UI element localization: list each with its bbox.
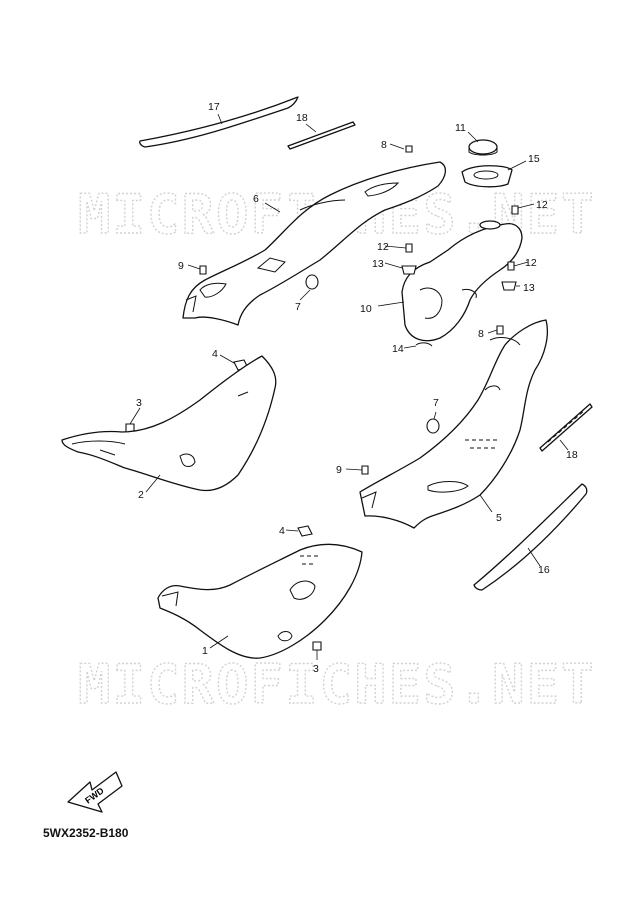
callout-13-b: 13 <box>523 282 535 294</box>
callout-15: 15 <box>528 153 540 165</box>
callout-16: 16 <box>538 564 550 576</box>
nut-13-b <box>501 281 517 291</box>
side-cover-6 <box>182 161 447 326</box>
side-cover-1 <box>157 543 363 659</box>
callout-numbers: 17 18 8 11 15 12 6 9 12 13 12 13 10 7 14… <box>136 101 578 675</box>
callout-12-a: 12 <box>536 199 548 211</box>
gasket-15 <box>461 165 513 188</box>
callout-7-upper: 7 <box>295 301 301 313</box>
callout-8-right: 8 <box>478 328 484 340</box>
callout-13-a: 13 <box>372 258 384 270</box>
diagram-code: 5WX2352-B180 <box>43 826 129 840</box>
callout-8-upper: 8 <box>381 139 387 151</box>
callout-12-b: 12 <box>377 241 389 253</box>
watermark-bottom: MICROFICHES.NET <box>78 653 596 716</box>
nut-13-a <box>401 265 417 275</box>
callout-10: 10 <box>360 303 372 315</box>
reservoir-tank-10 <box>401 220 523 342</box>
nut-4-lower <box>297 525 313 537</box>
callout-2: 2 <box>138 489 144 501</box>
callout-14: 14 <box>392 343 404 355</box>
screw-12-b <box>405 243 413 253</box>
screw-12-a <box>511 205 519 215</box>
leader-lines <box>129 113 569 660</box>
callout-4-upper: 4 <box>212 348 218 360</box>
screw-12-c <box>507 261 515 271</box>
strip-18-upper <box>287 121 356 150</box>
screw-8-upper <box>405 145 413 153</box>
callout-4-lower: 4 <box>279 525 285 537</box>
callout-11: 11 <box>455 122 466 134</box>
grommet-7-upper <box>305 274 319 290</box>
stripe-decal-17 <box>139 96 299 148</box>
callout-1: 1 <box>202 645 208 657</box>
callout-18-upper: 18 <box>296 112 308 124</box>
callout-6: 6 <box>253 193 259 205</box>
screw-9-left <box>199 265 207 275</box>
tank-cap-11 <box>468 139 498 156</box>
fwd-arrow-icon: FWD <box>67 771 123 813</box>
stripe-decal-16 <box>473 483 588 591</box>
callout-9-right: 9 <box>336 464 342 476</box>
callout-3-lower: 3 <box>313 663 319 675</box>
screw-8-right <box>496 325 504 335</box>
grommet-7-right <box>426 418 440 434</box>
strip-18-right <box>539 403 593 452</box>
screw-3-lower <box>312 641 322 651</box>
callout-9-left: 9 <box>178 260 184 272</box>
screw-9-right <box>361 465 369 475</box>
callout-7-right: 7 <box>433 397 439 409</box>
callout-3-upper: 3 <box>136 397 142 409</box>
side-cover-2 <box>61 355 277 492</box>
callout-18-right: 18 <box>566 449 578 461</box>
clip-14 <box>415 342 433 347</box>
callout-5: 5 <box>496 512 502 524</box>
callout-12-c: 12 <box>525 257 537 269</box>
side-cover-5 <box>359 319 549 529</box>
callout-17: 17 <box>208 101 220 113</box>
